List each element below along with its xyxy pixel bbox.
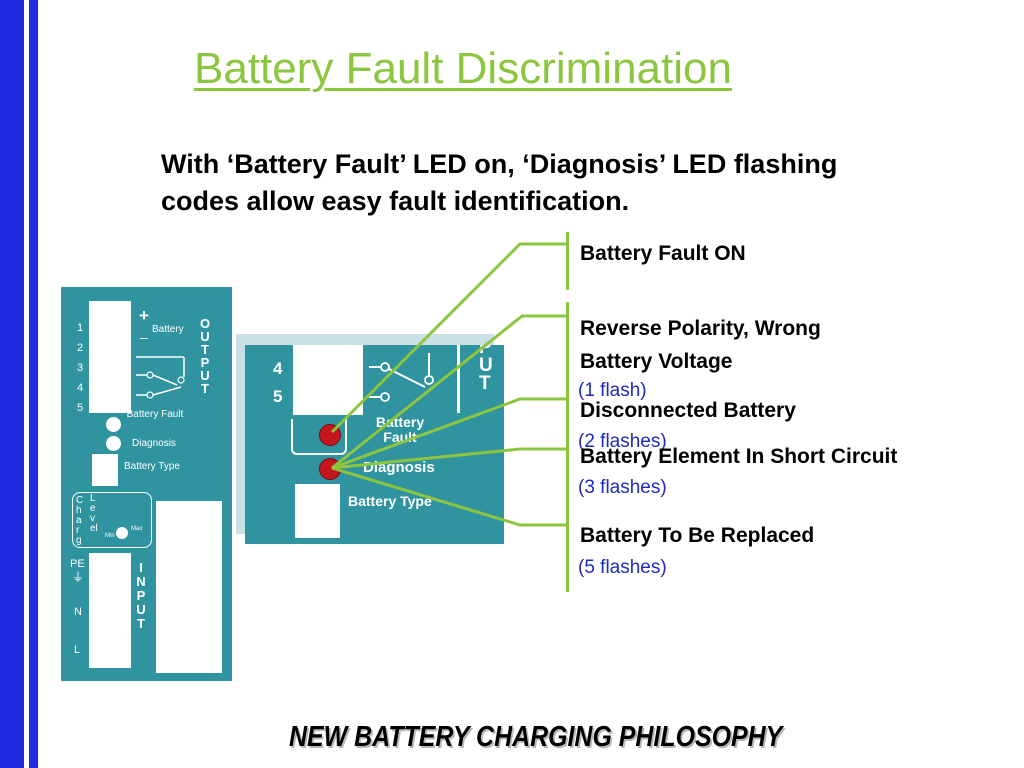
max-label: Max [131, 526, 143, 532]
ground-icon: ⏚ [72, 570, 85, 584]
neutral-label: N [74, 606, 82, 618]
pe-label: PE [70, 558, 85, 570]
battery-fault-led [106, 417, 121, 432]
charge-level-knob [116, 527, 128, 539]
slide-title: Battery Fault Discrimination [194, 44, 732, 93]
code-label-battery-fault-on: Battery Fault ON [580, 242, 746, 265]
min-label: Min [105, 533, 115, 539]
terminal-number-1: 1 [77, 322, 84, 334]
terminal-number-4: 4 [77, 382, 84, 394]
battery-type-selector [92, 454, 118, 486]
slide-subtitle: With ‘Battery Fault’ LED on, ‘Diagnosis’… [161, 149, 838, 216]
input-label: INPUT [136, 560, 146, 631]
zoom-terminal-4: 4 [273, 359, 283, 378]
zoom-terminal-block [293, 345, 363, 415]
code-label-short-circuit: Battery Element In Short Circuit [580, 445, 898, 468]
code-label-disconnected: Disconnected Battery [580, 399, 796, 422]
minus-symbol: – [140, 329, 148, 345]
code-sub-reverse-polarity: (1 flash) [578, 380, 647, 401]
zoom-terminal-5: 5 [273, 387, 283, 406]
code-label-replace: Battery To Be Replaced [580, 524, 815, 547]
zoom-relay-switch-icon [369, 353, 434, 402]
left-blue-stripe [29, 0, 38, 768]
zoom-battery-type-selector [295, 484, 340, 538]
charge-level-box [72, 492, 152, 548]
code-sub-replace: (5 flashes) [578, 557, 667, 578]
terminal-number-2: 2 [77, 342, 84, 354]
terminal-numbers: 1 2 3 4 5 [77, 318, 83, 418]
output-label: OUTPUT [199, 316, 211, 396]
code-sub-disconnected: (2 flashes) [578, 431, 667, 452]
diagnosis-led [106, 436, 121, 451]
level-label: Level [90, 493, 98, 534]
zoom-divider [457, 345, 460, 413]
zoom-detail: 4 5 PUT Battery Fault Diagnosis Battery … [245, 345, 504, 544]
input-terminal-block [89, 553, 131, 668]
battery-fault-label: Battery Fault [126, 409, 184, 420]
code-sub-short-circuit: (3 flashes) [578, 477, 667, 498]
terminal-number-5: 5 [77, 402, 84, 414]
relay-switch-icon [136, 356, 185, 399]
line-label: L [74, 644, 81, 656]
left-blue-bar [0, 0, 24, 768]
battery-terminal-label: Battery [152, 324, 184, 335]
zoom-bracket [291, 419, 347, 455]
bracket-fault-on [566, 232, 569, 290]
bracket-flash-codes [566, 302, 569, 592]
device-panel: 1 2 3 4 5 + – Battery OUTPUT Battery Fau… [61, 287, 232, 681]
diagnosis-label: Diagnosis [132, 438, 176, 449]
callout-line-fault-on [330, 242, 567, 434]
input-cover [156, 501, 222, 673]
plus-symbol: + [139, 306, 149, 325]
battery-type-label: Battery Type [124, 461, 180, 472]
slide-footer: NEW BATTERY CHARGING PHILOSOPHY [289, 721, 783, 753]
code-label-reverse-polarity: Reverse Polarity, Wrong Battery Voltage [580, 317, 821, 373]
output-terminal-block [89, 301, 131, 413]
zoom-battery-type-label: Battery Type [348, 493, 432, 509]
terminal-number-3: 3 [77, 362, 84, 374]
